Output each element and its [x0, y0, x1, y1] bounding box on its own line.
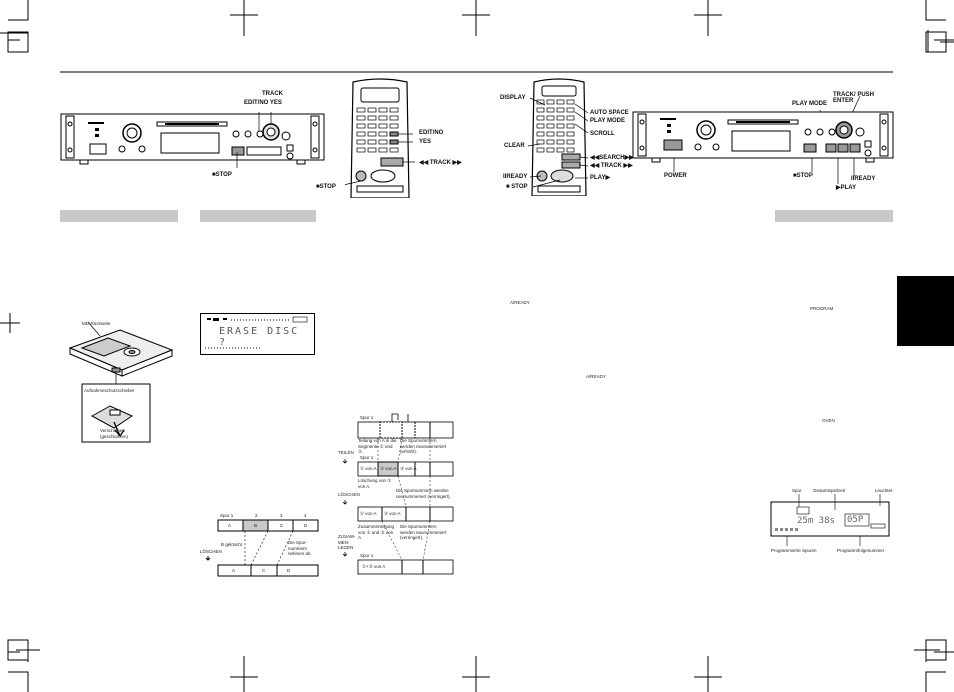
label-play-deck: ▶PLAY — [836, 185, 857, 191]
md-shift-text: Verschieben (geschlossen) — [100, 428, 129, 439]
divide-note-split: Teilung von A in die Segmente ① und ②. — [358, 438, 398, 455]
prog-spur-label: Spur — [792, 488, 802, 493]
divide-note-delete: Löschung von ② von A. — [358, 478, 394, 489]
deck-illustration-left — [60, 112, 325, 168]
erase-disc-display: ERASE DISC ? — [200, 313, 315, 355]
delete-cell-d: D — [304, 523, 308, 528]
prog-leuchtet-label: Leuchtet — [875, 488, 893, 493]
divide-seg1: ① von A — [360, 466, 377, 471]
divide-note-split-text: Teilung von A in die Segmente ① und ②. — [358, 438, 397, 454]
delete-bottom-a: A — [232, 568, 236, 573]
label-ready-remote: IIREADY — [503, 174, 528, 180]
prog-step: 05P — [847, 515, 864, 525]
remote-illustration-right — [528, 78, 590, 196]
divide-zusammen-text: ZUSAM-MEN-LEGEN — [338, 534, 356, 550]
divide-seg1-b: ① von A — [360, 511, 377, 516]
divide-seg3-b: ③ von A — [384, 511, 401, 516]
divide-note-renumber-down2-text: Die Spurnummern werden neunummeriert (ve… — [400, 524, 447, 540]
divide-zusammen: ZUSAM-MEN-LEGEN — [338, 534, 356, 551]
label-edit-no-remote: EDIT/NO — [419, 130, 444, 136]
label-edit-no-yes-left: EDIT/NO YES — [244, 100, 282, 106]
erase-disc-text: ERASE DISC ? — [219, 326, 300, 348]
label-scroll: SCROLL — [590, 131, 615, 137]
label-auto-space: AUTO SPACE — [590, 110, 629, 116]
prog-digits: 25m 38s — [797, 516, 835, 526]
delete-cell-a: A — [228, 523, 232, 528]
md-back-label: MD-Rückseite — [82, 321, 111, 326]
delete-cell-c: C — [280, 523, 284, 528]
divide-seg2: ② von A — [380, 466, 397, 471]
prog-programmed-label: Programmierte Spuren — [771, 548, 817, 553]
delete-cell-b: B — [254, 523, 258, 528]
divide-note-renumber-down2: Die Spurnummern werden neunummeriert (ve… — [400, 524, 452, 541]
ref-oven: OVEN — [822, 418, 835, 423]
delete-bottom-c: C — [262, 568, 266, 573]
divide-merged: ①+③ von A — [362, 564, 386, 569]
label-stop-remote-right: ■ STOP — [506, 184, 528, 190]
delete-renumber-note: Die Spur-nummern nehmen ab. — [288, 540, 320, 557]
delete-figure: Spur 1 2 3 4 A B C D LÖSCHEN B gelöscht … — [200, 512, 320, 582]
divide-teilen: TEILEN — [338, 450, 354, 455]
label-track-remote-right: ◀◀ TRACK ▶▶ — [590, 163, 633, 169]
delete-spur: Spur 1 — [220, 513, 234, 518]
divide-spur-2: Spur 1 — [360, 455, 374, 460]
divide-note-renumber-up-text: Die Spurnummern werden neunummeriert (er… — [400, 438, 447, 454]
label-track-left: TRACK — [262, 91, 283, 97]
label-play-remote: PLAY▶ — [590, 175, 611, 181]
label-yes-remote: YES — [419, 139, 432, 145]
delete-col-2: 2 — [255, 513, 258, 518]
label-ready-deck: IIREADY — [851, 176, 876, 182]
divide-merge-figure: Spur 1 TEILEN LÖSCHEN ZUSAM-MEN-LEGEN Te… — [338, 412, 456, 580]
label-track-push-enter: TRACK/ PUSH ENTER — [833, 92, 878, 104]
md-slider-label: Aufnahmeschutzschieber — [84, 388, 135, 393]
md-shift-label: Verschieben (geschlossen) — [100, 428, 142, 439]
ref-a-ready-2: A/READY — [586, 374, 606, 379]
section-bar-1 — [60, 210, 178, 222]
divide-note-renumber-down-text: Die Spurnummern werden neunummeriert (ve… — [396, 488, 451, 499]
divide-note-renumber-down: Die Spurnummern werden neunummeriert (ve… — [396, 488, 452, 499]
prog-num-label: Programmfolgenummer — [837, 548, 885, 553]
ref-a-ready-1: A/READY — [510, 300, 530, 305]
label-clear: CLEAR — [504, 143, 525, 149]
remote-illustration-left — [345, 78, 415, 198]
label-track-remote-left: ◀◀ TRACK ▶▶ — [419, 160, 462, 166]
divide-note-merge-text: Zusammenlegung von ① und ③ von A. — [358, 524, 395, 540]
label-stop-deck-right: ■STOP — [793, 173, 813, 179]
divide-note-renumber-up: Die Spurnummern werden neunummeriert (er… — [400, 438, 452, 455]
label-search: ◀◀SEARCH▶▶ — [590, 155, 634, 161]
label-track-push-enter-text: TRACK/ PUSH ENTER — [833, 92, 875, 104]
delete-renumber-text: Die Spur-nummern nehmen ab. — [288, 540, 312, 556]
delete-label: LÖSCHEN — [200, 549, 222, 554]
divide-note-delete-text: Löschung von ② von A. — [358, 478, 392, 489]
section-bar-2 — [200, 210, 316, 222]
divide-spur-1: Spur 1 — [360, 415, 374, 420]
label-play-mode-remote: PLAY MODE — [590, 118, 626, 124]
label-display: DISPLAY — [500, 95, 526, 101]
divide-spur-3: Spur 1 — [360, 553, 374, 558]
divide-note-merge: Zusammenlegung von ① und ③ von A. — [358, 524, 398, 541]
delete-bottom-d: D — [287, 568, 291, 573]
delete-col-4: 4 — [304, 513, 307, 518]
md-disc-figure — [60, 318, 180, 450]
label-power: POWER — [664, 173, 687, 179]
deck-illustration-right — [632, 110, 894, 166]
label-stop-left: ■STOP — [212, 172, 232, 178]
chapter-tab — [897, 276, 954, 346]
delete-col-3: 3 — [280, 513, 283, 518]
divide-seg3: ③ von A — [400, 466, 417, 471]
delete-deleted-note: B gelöscht — [221, 542, 243, 547]
prog-gesamt-label: Gesamtspielzeit — [813, 488, 846, 493]
label-play-mode-deck: PLAY MODE — [792, 101, 828, 107]
program-display: Spur Gesamtspielzeit Leuchtet 25m 38s 05… — [765, 488, 895, 560]
divide-loeschen: LÖSCHEN — [338, 492, 360, 497]
section-bar-3 — [775, 210, 893, 222]
ref-program: PROGRAM — [810, 306, 834, 311]
label-stop-remote-left: ■STOP — [316, 184, 336, 190]
